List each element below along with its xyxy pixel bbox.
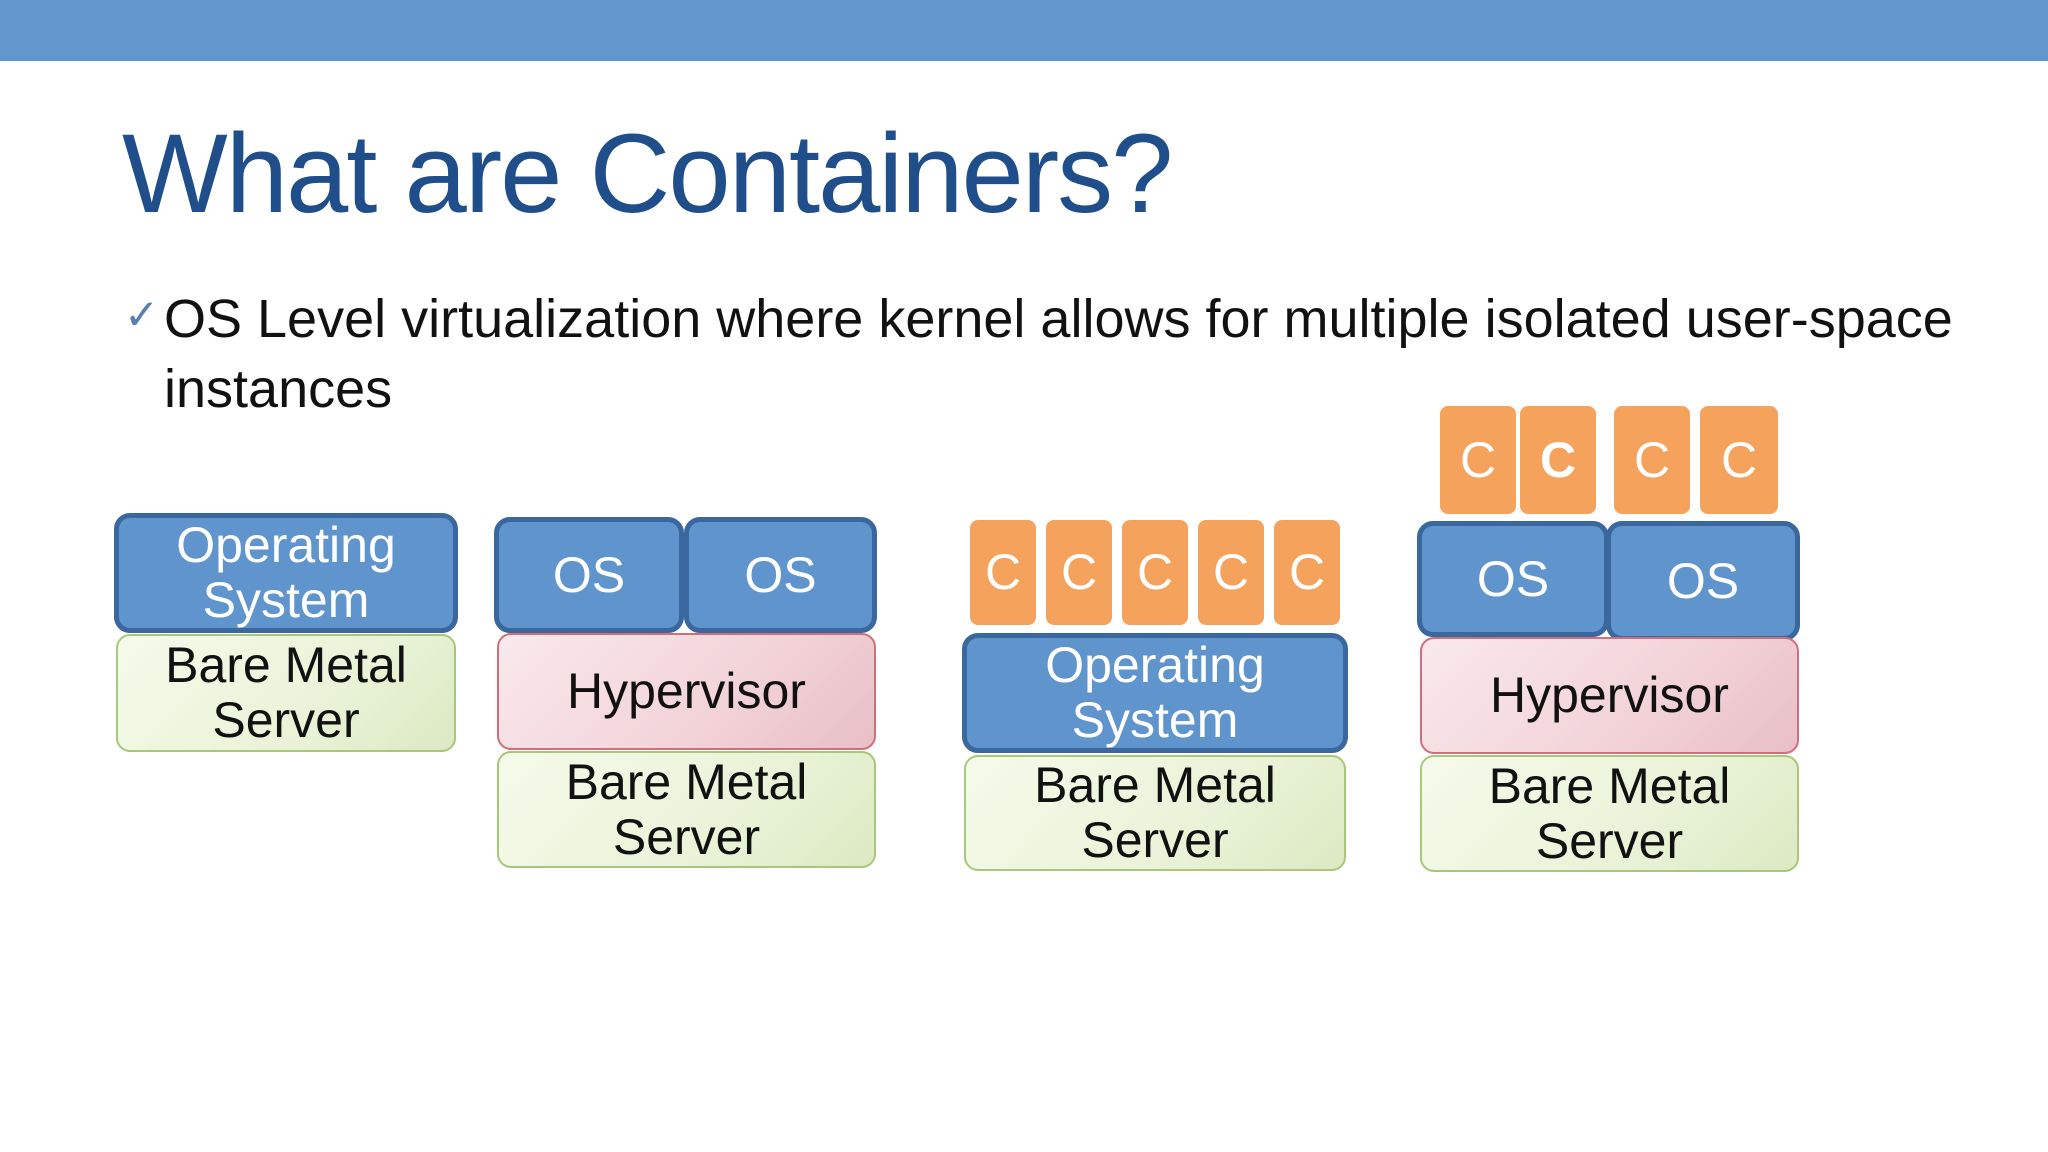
os-box: OS [494,517,684,633]
hypervisor-box: Hypervisor [1420,637,1799,754]
container-box: C [1122,520,1188,625]
slide-title: What are Containers? [122,111,1173,236]
bullet-point: ✓ OS Level virtualization where kernel a… [124,284,1984,424]
container-box: C [1614,406,1690,514]
bare-metal-server-box: Bare Metal Server [497,751,876,868]
os-box: OS [1606,521,1800,641]
bare-metal-server-box: Bare Metal Server [1420,755,1799,872]
bare-metal-server-box: Bare Metal Server [964,755,1346,871]
container-box: C [1440,406,1516,514]
container-box: C [970,520,1036,625]
os-box: OS [684,517,877,633]
operating-system-box: Operating System [114,513,458,633]
container-box: C [1274,520,1340,625]
header-bar [0,0,2048,61]
container-box: C [1700,406,1778,514]
container-box: C [1046,520,1112,625]
bullet-text: OS Level virtualization where kernel all… [164,289,1953,419]
checkmark-icon: ✓ [124,290,160,339]
container-box: C [1520,406,1596,514]
container-box: C [1198,520,1264,625]
os-box: OS [1417,521,1609,637]
hypervisor-box: Hypervisor [497,633,876,750]
operating-system-box: Operating System [962,633,1348,753]
bare-metal-server-box: Bare Metal Server [116,634,456,752]
